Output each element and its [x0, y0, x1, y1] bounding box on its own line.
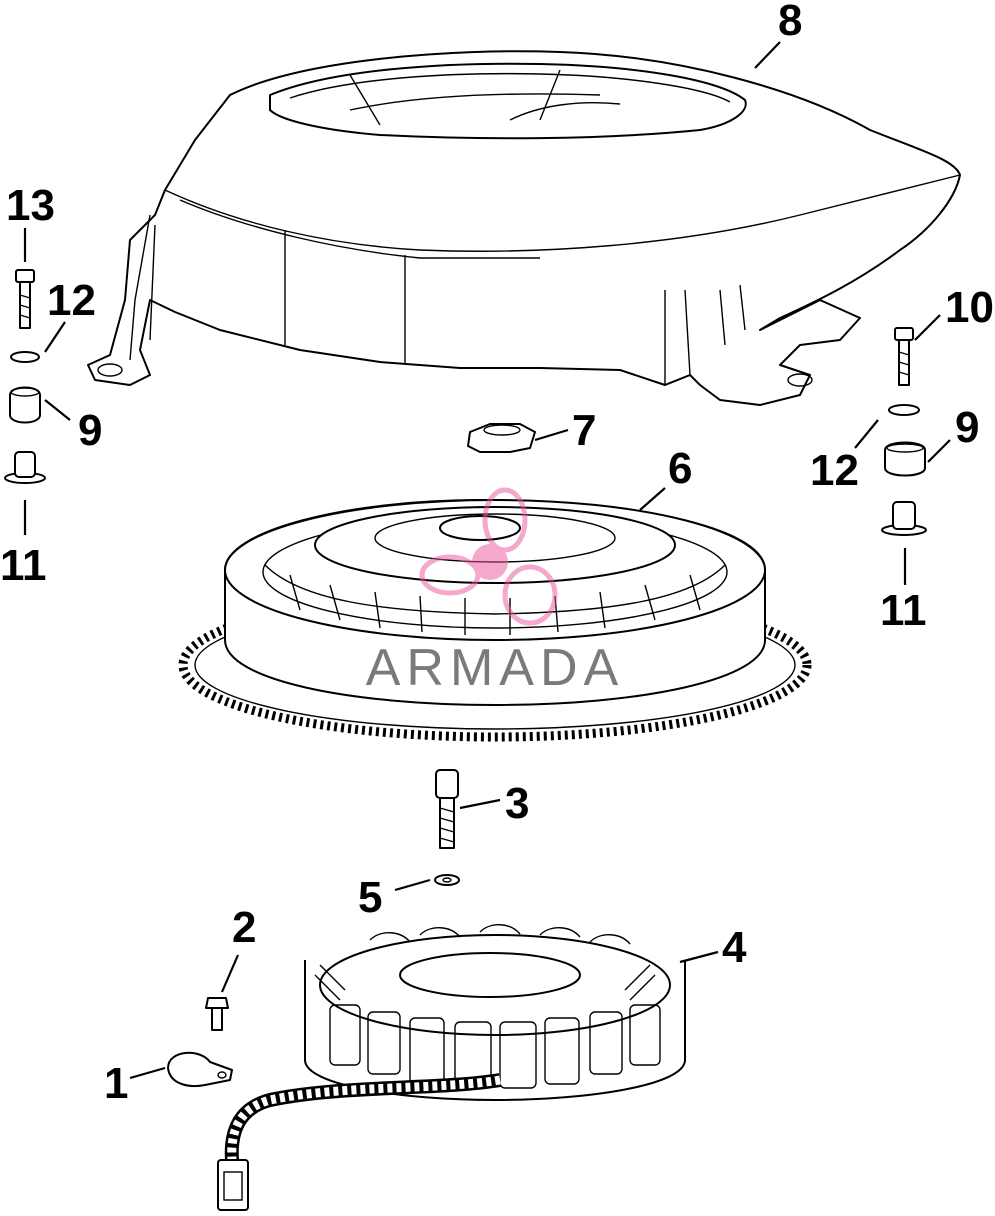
callout-8: 8 — [778, 0, 802, 45]
callout-11-left: 11 — [0, 541, 47, 590]
callout-7: 7 — [572, 406, 596, 455]
part-callouts: 8 13 12 9 11 10 12 9 11 7 6 3 5 2 4 1 — [0, 0, 994, 1108]
right-mount-hardware — [881, 327, 927, 536]
wire-harness — [217, 1073, 502, 1211]
callout-11-right: 11 — [880, 586, 927, 635]
clamp — [167, 1051, 233, 1087]
callout-4: 4 — [722, 923, 747, 972]
callout-9-left: 9 — [78, 406, 102, 455]
flywheel — [178, 499, 812, 742]
flywheel-cover — [87, 50, 961, 406]
stator — [304, 924, 686, 1101]
callout-10: 10 — [945, 283, 994, 332]
callout-1: 1 — [104, 1059, 128, 1108]
callout-13: 13 — [6, 181, 55, 230]
leader-lines — [23, 41, 951, 1080]
callout-9-right: 9 — [955, 403, 979, 452]
left-mount-hardware — [4, 269, 46, 484]
nut — [467, 423, 536, 453]
watermark-logo-icon — [419, 487, 558, 626]
washer — [434, 874, 460, 886]
callout-12-left: 12 — [47, 276, 96, 325]
callout-5: 5 — [358, 873, 382, 922]
callout-12-right: 12 — [810, 446, 859, 495]
callout-2: 2 — [232, 903, 256, 952]
callout-3: 3 — [505, 779, 529, 828]
screw — [205, 997, 229, 1031]
watermark: ARMADA — [366, 487, 624, 697]
bolt — [435, 769, 459, 849]
callout-6: 6 — [668, 444, 692, 493]
watermark-brand: ARMADA — [366, 639, 624, 697]
